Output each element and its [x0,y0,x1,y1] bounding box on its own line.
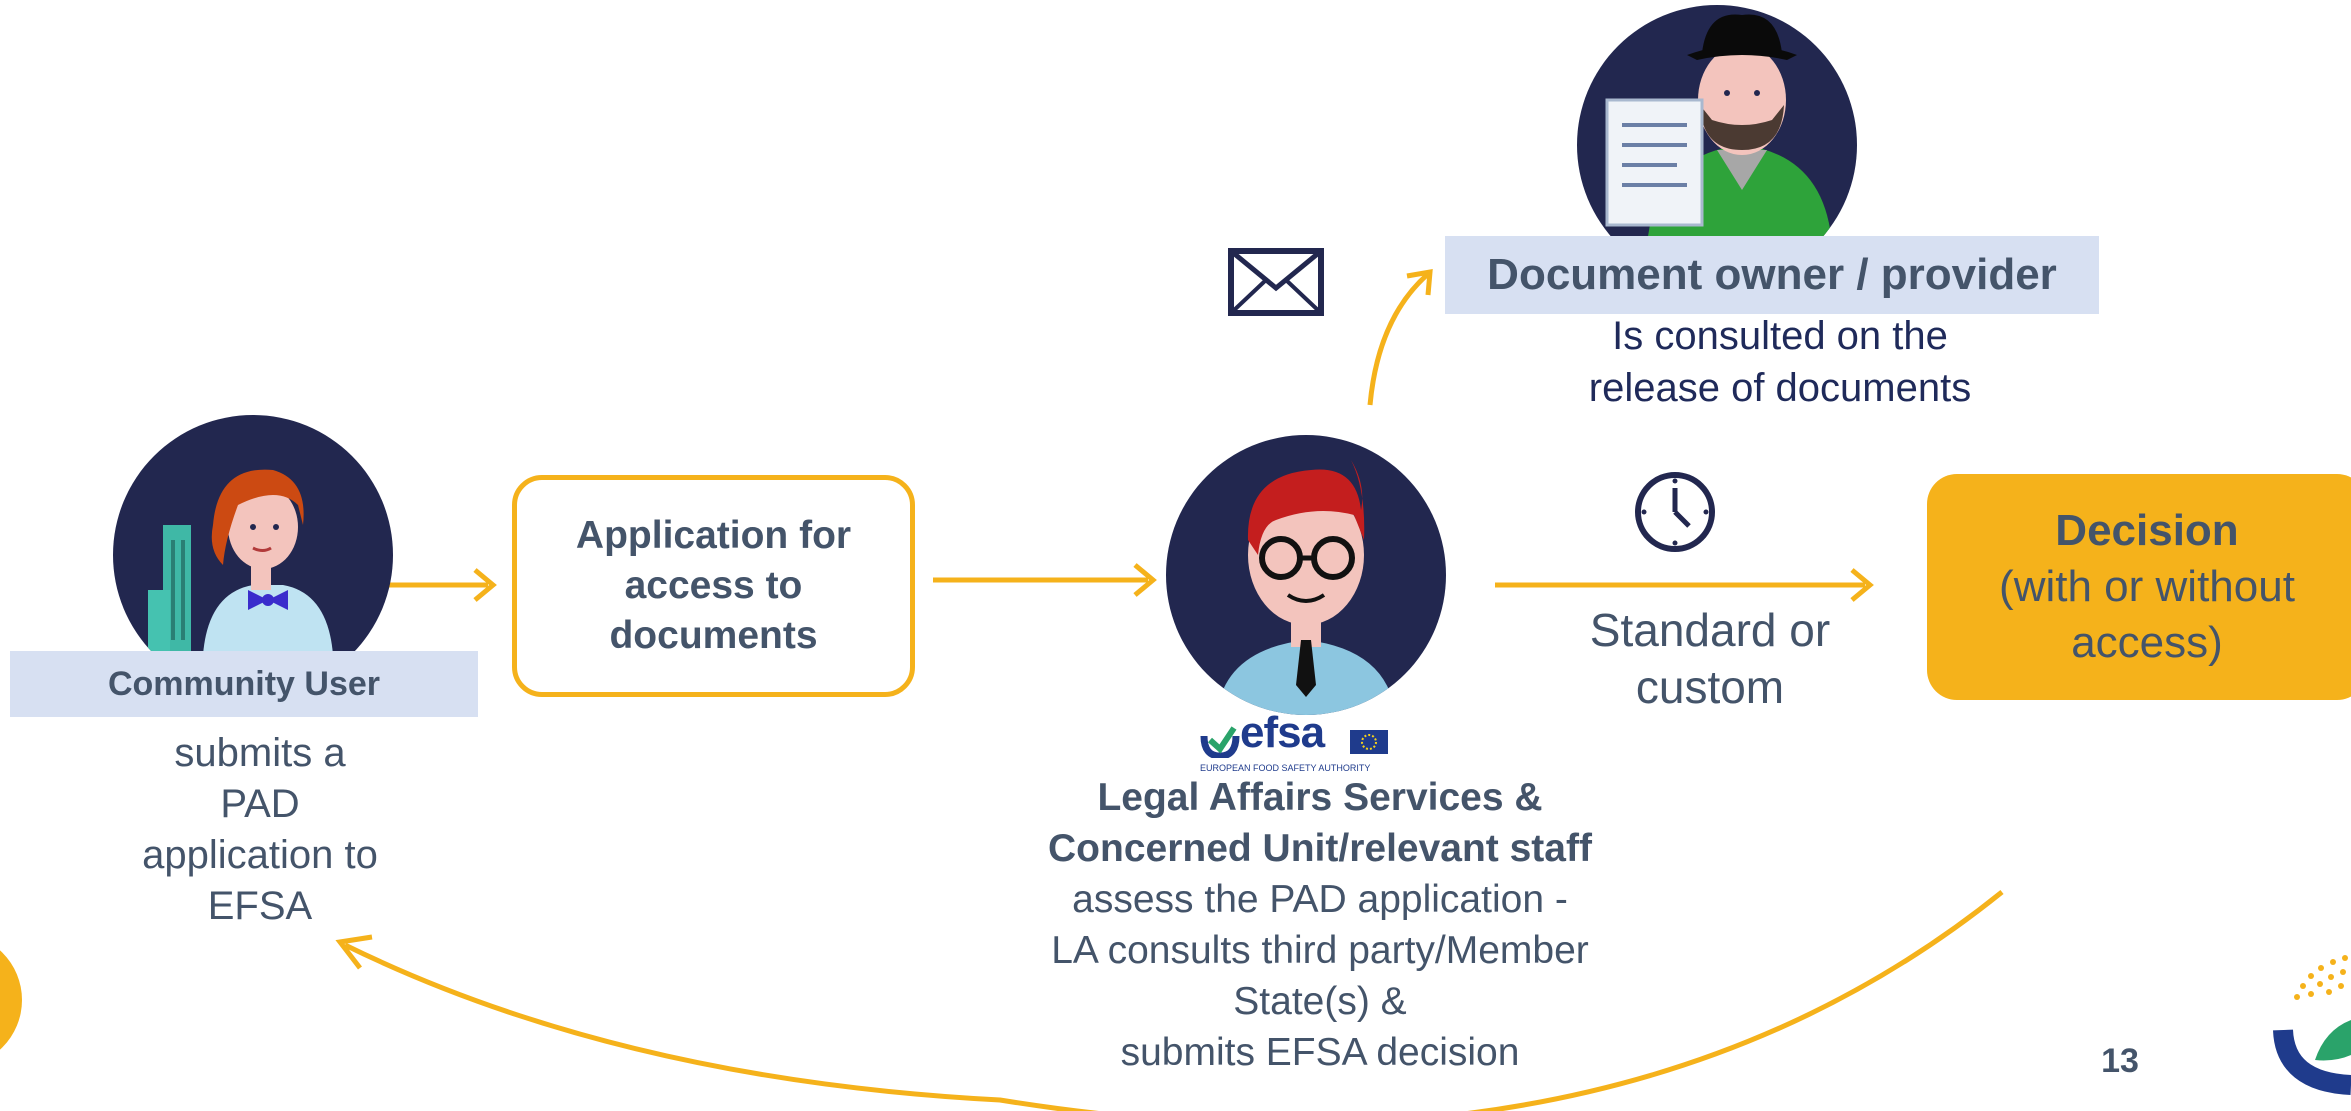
legal-affairs-title: Concerned Unit/relevant staff [1048,827,1592,870]
legal-affairs-title: Legal Affairs Services & [1097,776,1543,819]
person-document-owner-icon [1577,5,1857,237]
legal-affairs-line: State(s) & [1233,980,1407,1023]
envelope-icon [1228,248,1324,316]
arrow-legal-to-owner [1367,272,1430,406]
edge-decoration-circle [0,950,22,1050]
community-user-description: submits a PAD application to EFSA [100,728,420,932]
document-owner-label: Document owner / provider [1445,236,2099,314]
efsa-wordmark: efsa [1240,708,1325,757]
eu-flag-icon [1350,730,1388,754]
application-line: documents [609,614,818,657]
person-legal-officer-icon [1166,435,1446,715]
community-user-label: Community User [10,651,478,717]
document-owner-line: Is consulted on the [1612,314,1948,358]
document-owner-description: Is consulted on the release of documents [1500,310,2060,414]
clock-icon [1635,472,1715,552]
efsa-corner-logo-icon [2273,955,2351,1095]
decision-box: Decision (with or without access) [1927,474,2351,700]
person-community-user-icon [113,415,393,655]
efsa-logo: efsa EUROPEAN FOOD SAFETY AUTHORITY [1200,708,1400,777]
application-box: Application for access to documents [512,475,915,697]
application-line: Application for [575,514,852,557]
procedure-line: Standard or [1589,604,1831,656]
decision-line: (with or without [1999,562,2295,611]
decision-line: access) [2071,618,2223,667]
legal-affairs-line: submits EFSA decision [1120,1031,1520,1074]
community-user-line: PAD [220,782,300,826]
community-user-line: EFSA [207,884,313,928]
community-user-line: submits a [174,731,346,775]
document-owner-line: release of documents [1588,366,1972,410]
page-number: 13 [2101,1042,2139,1080]
legal-affairs-text: Legal Affairs Services & Concerned Unit/… [1000,772,1640,1078]
procedure-line: custom [1635,661,1785,713]
legal-affairs-line: assess the PAD application - [1072,878,1568,921]
efsa-subtitle: EUROPEAN FOOD SAFETY AUTHORITY [1200,763,1371,773]
efsa-logo-mark-icon [1200,726,1240,758]
procedure-type-text: Standard or custom [1520,602,1900,716]
decision-title: Decision [2055,506,2239,555]
legal-affairs-line: LA consults third party/Member [1051,929,1589,972]
community-user-line: application to [142,833,378,877]
application-line: access to [624,564,803,607]
